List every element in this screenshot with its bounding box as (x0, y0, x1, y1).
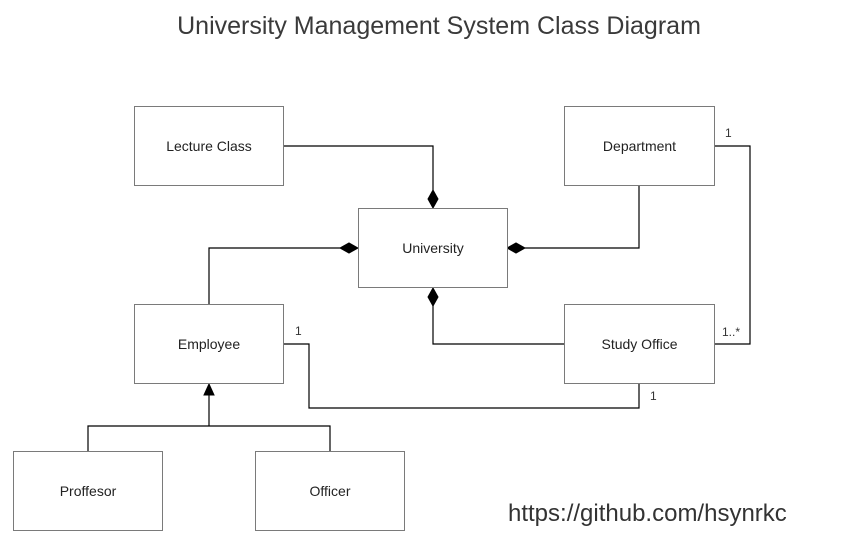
class-university: University (358, 208, 508, 288)
multiplicity-employee: 1 (295, 324, 302, 338)
generalization-arrowhead (203, 382, 215, 396)
connector-proffesor-employee (87, 425, 331, 452)
multiplicity-department: 1 (725, 126, 732, 140)
connector-employee-studyoffice (284, 343, 640, 409)
class-lecture-class: Lecture Class (134, 106, 284, 186)
class-employee: Employee (134, 304, 284, 384)
connector-employee-university (208, 247, 340, 305)
composition-diamond-right (505, 242, 527, 254)
multiplicity-study-office-one: 1 (650, 389, 657, 403)
diagram-title: University Management System Class Diagr… (177, 12, 701, 40)
connector-department-university (525, 186, 640, 249)
credit-url: https://github.com/hsynrkc (508, 500, 787, 527)
composition-diamond-bottom (427, 286, 439, 308)
composition-diamond-top (427, 188, 439, 210)
connector-lecture-university (284, 145, 434, 190)
class-department: Department (564, 106, 715, 186)
composition-diamond-left (338, 242, 360, 254)
class-officer: Officer (255, 451, 405, 531)
multiplicity-study-office-many: 1..* (722, 325, 741, 339)
connector-department-studyoffice (715, 145, 751, 345)
class-proffesor: Proffesor (13, 451, 163, 531)
class-study-office: Study Office (564, 304, 715, 384)
connector-studyoffice-university (432, 305, 564, 345)
